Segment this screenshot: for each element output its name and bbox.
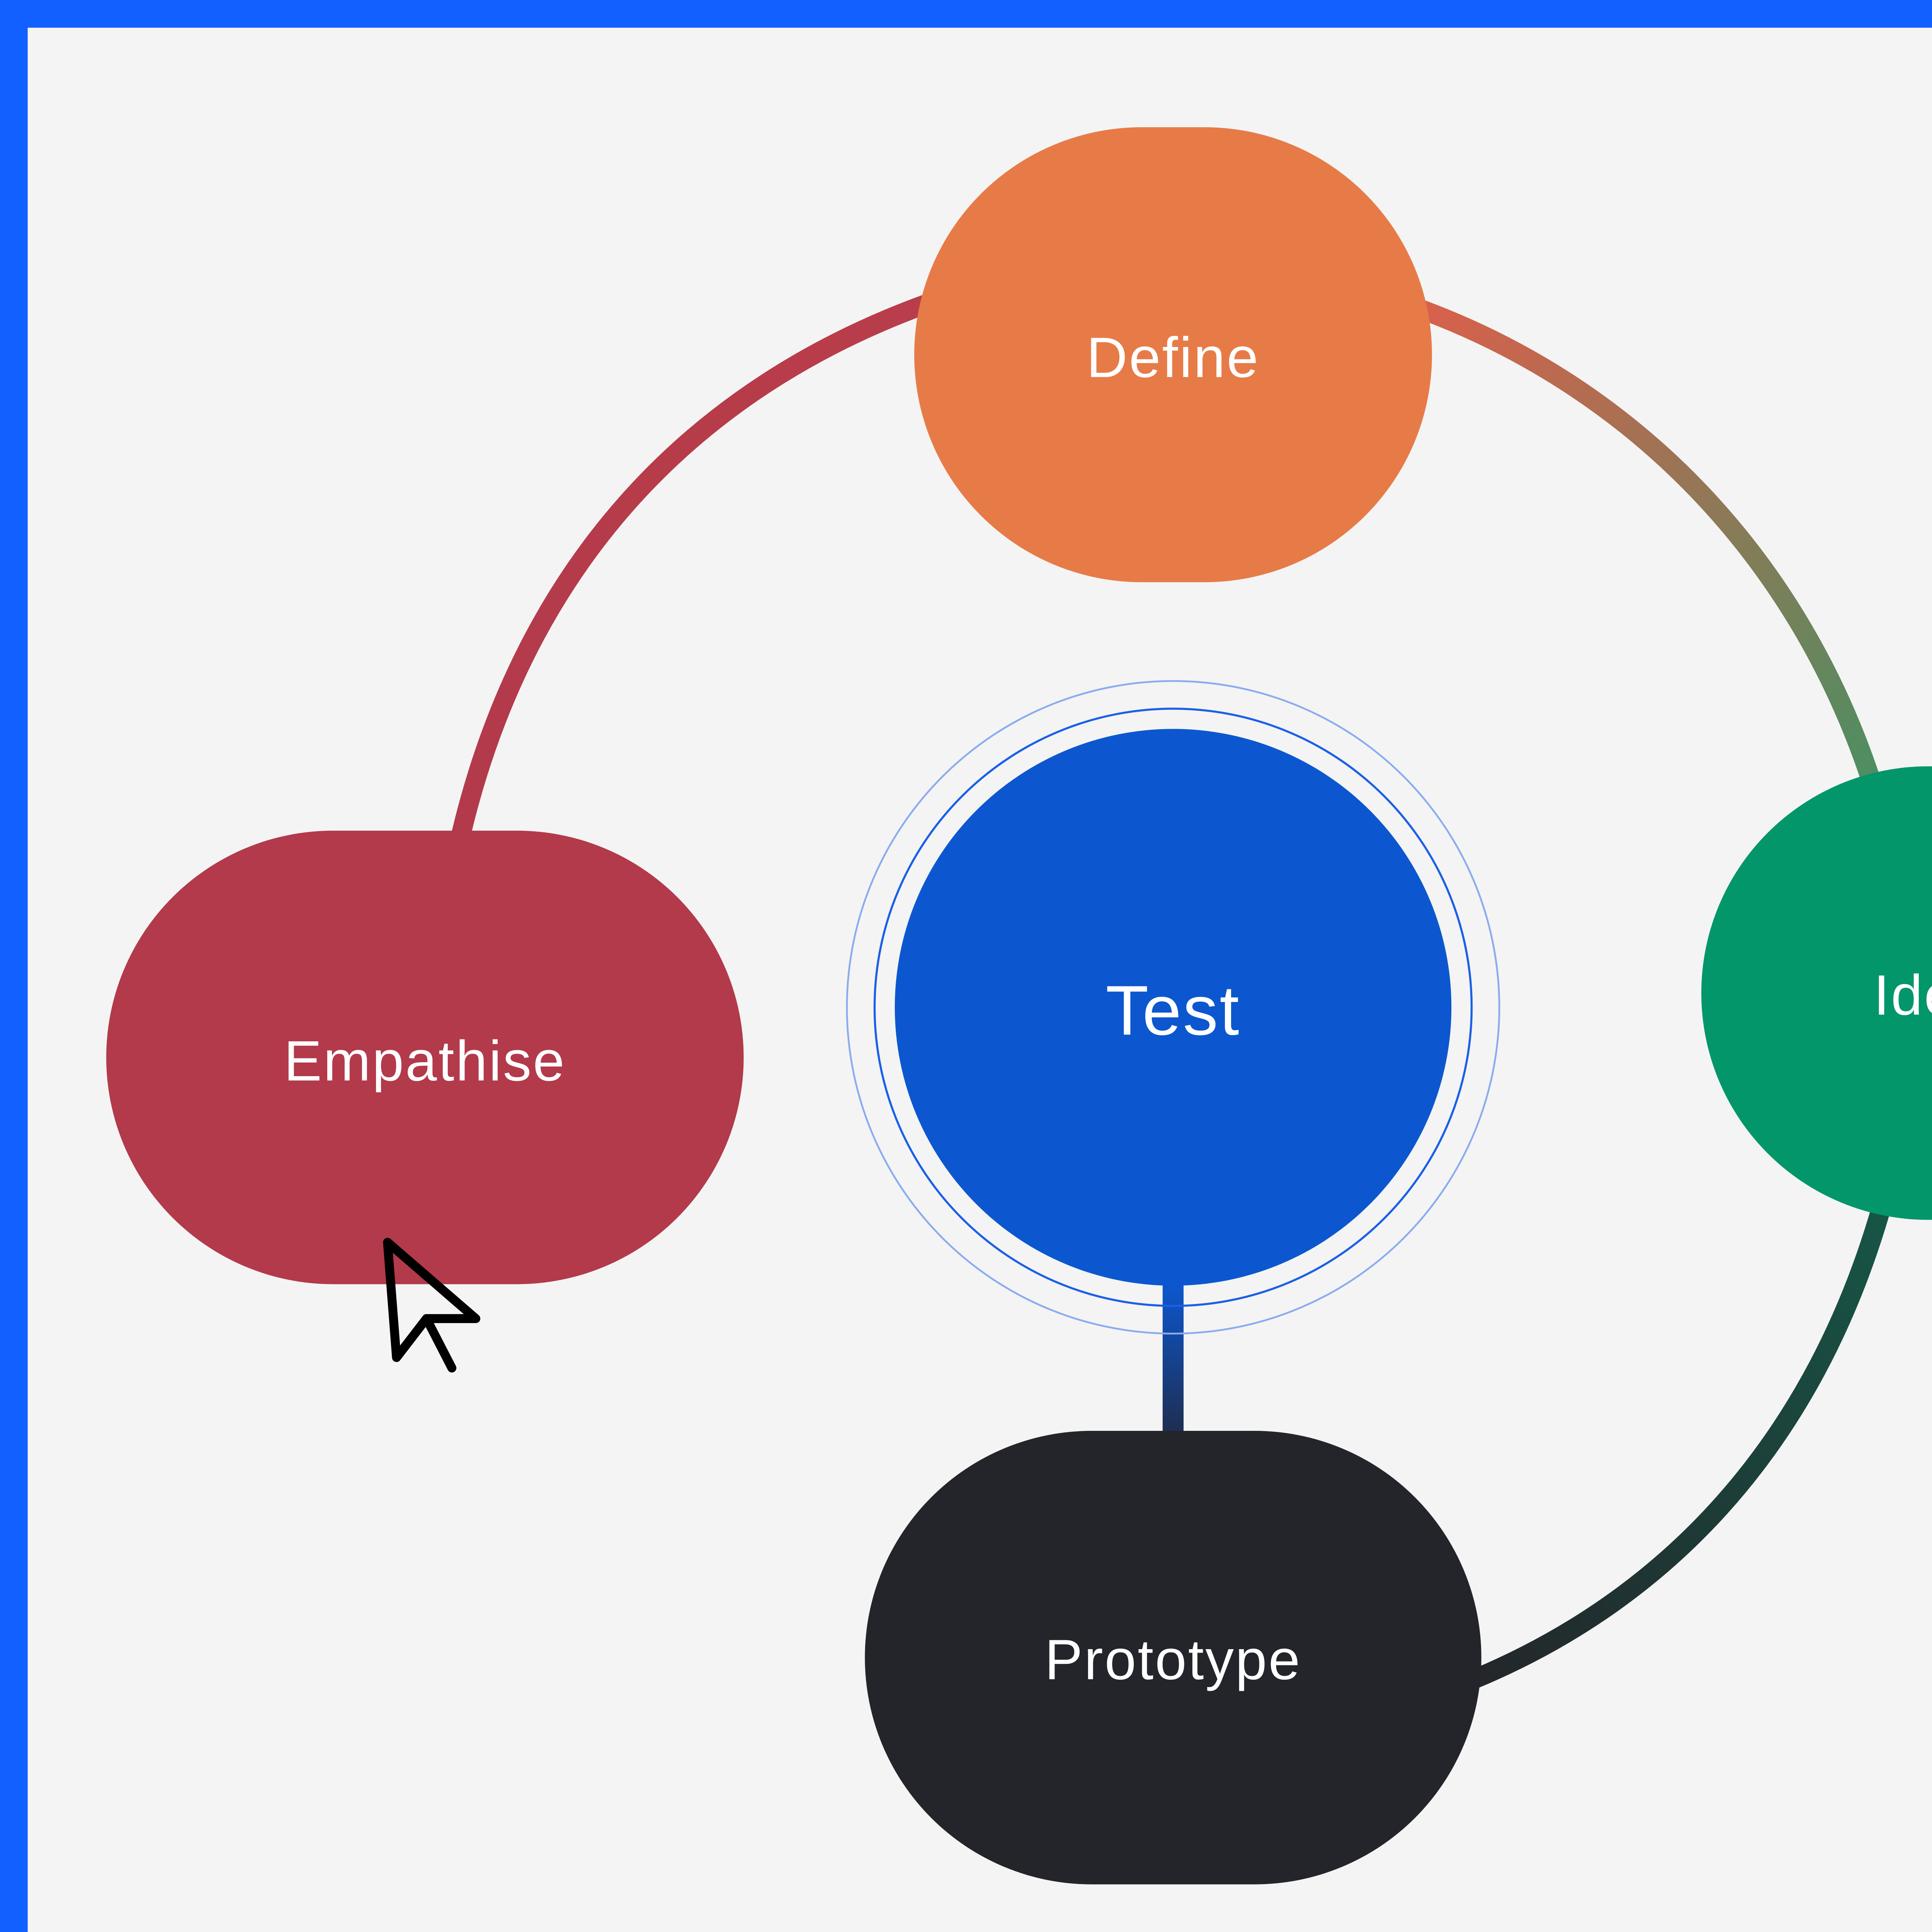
test-inner-ring: [873, 707, 1473, 1307]
node-define-shape[interactable]: [914, 127, 1432, 582]
node-prototype[interactable]: Prototype: [865, 1431, 1481, 1884]
node-prototype-label: Prototype: [1045, 1628, 1302, 1692]
node-define-label: Define: [1087, 326, 1260, 389]
node-test[interactable]: Test: [846, 680, 1500, 1335]
test-outer-ring: [846, 680, 1500, 1335]
node-test-label: Test: [1105, 971, 1240, 1050]
node-prototype-shape[interactable]: [865, 1431, 1481, 1884]
node-ideate-shape[interactable]: [1701, 766, 1932, 1220]
node-define[interactable]: Define: [914, 127, 1432, 582]
node-empathise[interactable]: Empathise: [106, 830, 744, 1284]
edge-empathise-define: [451, 293, 934, 838]
arrow-cursor-icon: [383, 1238, 481, 1372]
edge-define-ideate: [1415, 299, 1880, 782]
node-empathise-shape[interactable]: [106, 830, 744, 1284]
node-ideate[interactable]: Ideate: [1701, 766, 1932, 1220]
node-ideate-label: Ideate: [1874, 964, 1932, 1027]
edge-ideate-prototype: [1470, 1206, 1890, 1689]
node-empathise-label: Empathise: [284, 1029, 566, 1093]
node-test-shape[interactable]: [895, 729, 1452, 1286]
